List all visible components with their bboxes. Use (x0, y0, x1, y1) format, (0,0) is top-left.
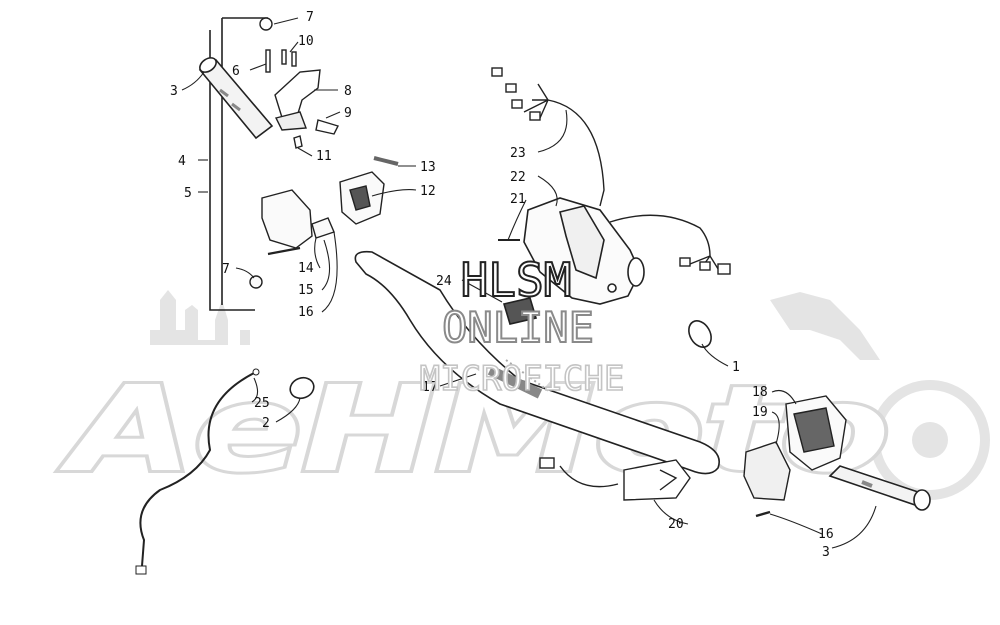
callout-16: 16 (298, 305, 314, 320)
callout-1: 1 (732, 360, 740, 375)
left-hand-grip (198, 57, 274, 140)
leader-lines (181, 17, 877, 549)
callout-15: 15 (298, 283, 314, 298)
callout-2: 2 (262, 416, 270, 431)
washer-bottom (249, 275, 263, 289)
callout-9: 9 (344, 106, 352, 121)
callout-3: 3 (822, 545, 830, 560)
clamp (311, 217, 335, 239)
right-switch-housing (743, 395, 847, 518)
watermark-line-microfiche: MICROFICHE (420, 359, 625, 399)
callout-8: 8 (344, 84, 352, 99)
callout-6: 6 (232, 64, 240, 79)
wiring-harness (491, 67, 731, 275)
cable-ferrule (135, 565, 147, 575)
callout-7: 7 (306, 10, 314, 25)
right-hand-grip (828, 465, 931, 511)
knurl-texture (505, 359, 551, 393)
screw-16 (267, 246, 301, 256)
watermark-motorcycle (770, 292, 880, 360)
callout-7: 7 (222, 262, 230, 277)
pin (265, 49, 271, 73)
washer-top (259, 17, 273, 31)
bracket-frame (209, 17, 268, 311)
callout-10: 10 (298, 34, 314, 49)
callout-3: 3 (170, 84, 178, 99)
watermark-graphic (150, 290, 990, 500)
callout-21: 21 (510, 192, 526, 207)
callout-5: 5 (184, 186, 192, 201)
switch-face (349, 185, 371, 211)
callout-16: 16 (818, 527, 834, 542)
watermark-text: HLSM ONLINE MICROFICHE (419, 252, 625, 400)
watermark-skyline (150, 290, 250, 345)
lever-bracket (274, 111, 307, 131)
cable-end (252, 368, 260, 376)
callout-23: 23 (510, 146, 526, 161)
switch-screw (373, 156, 399, 166)
switch-connector (315, 119, 339, 135)
watermark-wheel (870, 380, 990, 500)
callout-25: 25 (254, 396, 270, 411)
callout-24: 24 (436, 274, 452, 289)
throttle-lever-assembly (259, 17, 339, 149)
callout-18: 18 (752, 385, 768, 400)
callouts: 7 10 6 3 8 9 11 4 13 5 12 7 14 15 16 23 … (170, 10, 834, 560)
throttle-cable (139, 371, 257, 567)
handlebar-tube (354, 250, 720, 475)
nut (293, 135, 303, 149)
callout-19: 19 (752, 405, 768, 420)
switch-lower (261, 189, 313, 249)
retaining-ring-1 (688, 320, 712, 348)
callout-13: 13 (420, 160, 436, 175)
watermark-hub (912, 422, 948, 458)
callout-11: 11 (316, 149, 332, 164)
spring-pin-b (291, 51, 297, 67)
grip-heater (539, 457, 691, 501)
watermark-line-online: ONLINE (442, 303, 594, 352)
handlebar-knurl (487, 365, 543, 399)
callout-4: 4 (178, 154, 186, 169)
left-switch-housing (249, 156, 399, 289)
callout-17: 17 (422, 380, 438, 395)
spring-pin-a (281, 49, 287, 65)
callout-22: 22 (510, 170, 526, 185)
watermark-line-hlsm: HLSM (461, 253, 572, 307)
callout-12: 12 (420, 184, 436, 199)
center-housing (498, 197, 645, 325)
callout-14: 14 (298, 261, 314, 276)
connector-24 (502, 297, 538, 325)
retaining-ring-2 (289, 376, 315, 400)
callout-20: 20 (668, 517, 684, 532)
